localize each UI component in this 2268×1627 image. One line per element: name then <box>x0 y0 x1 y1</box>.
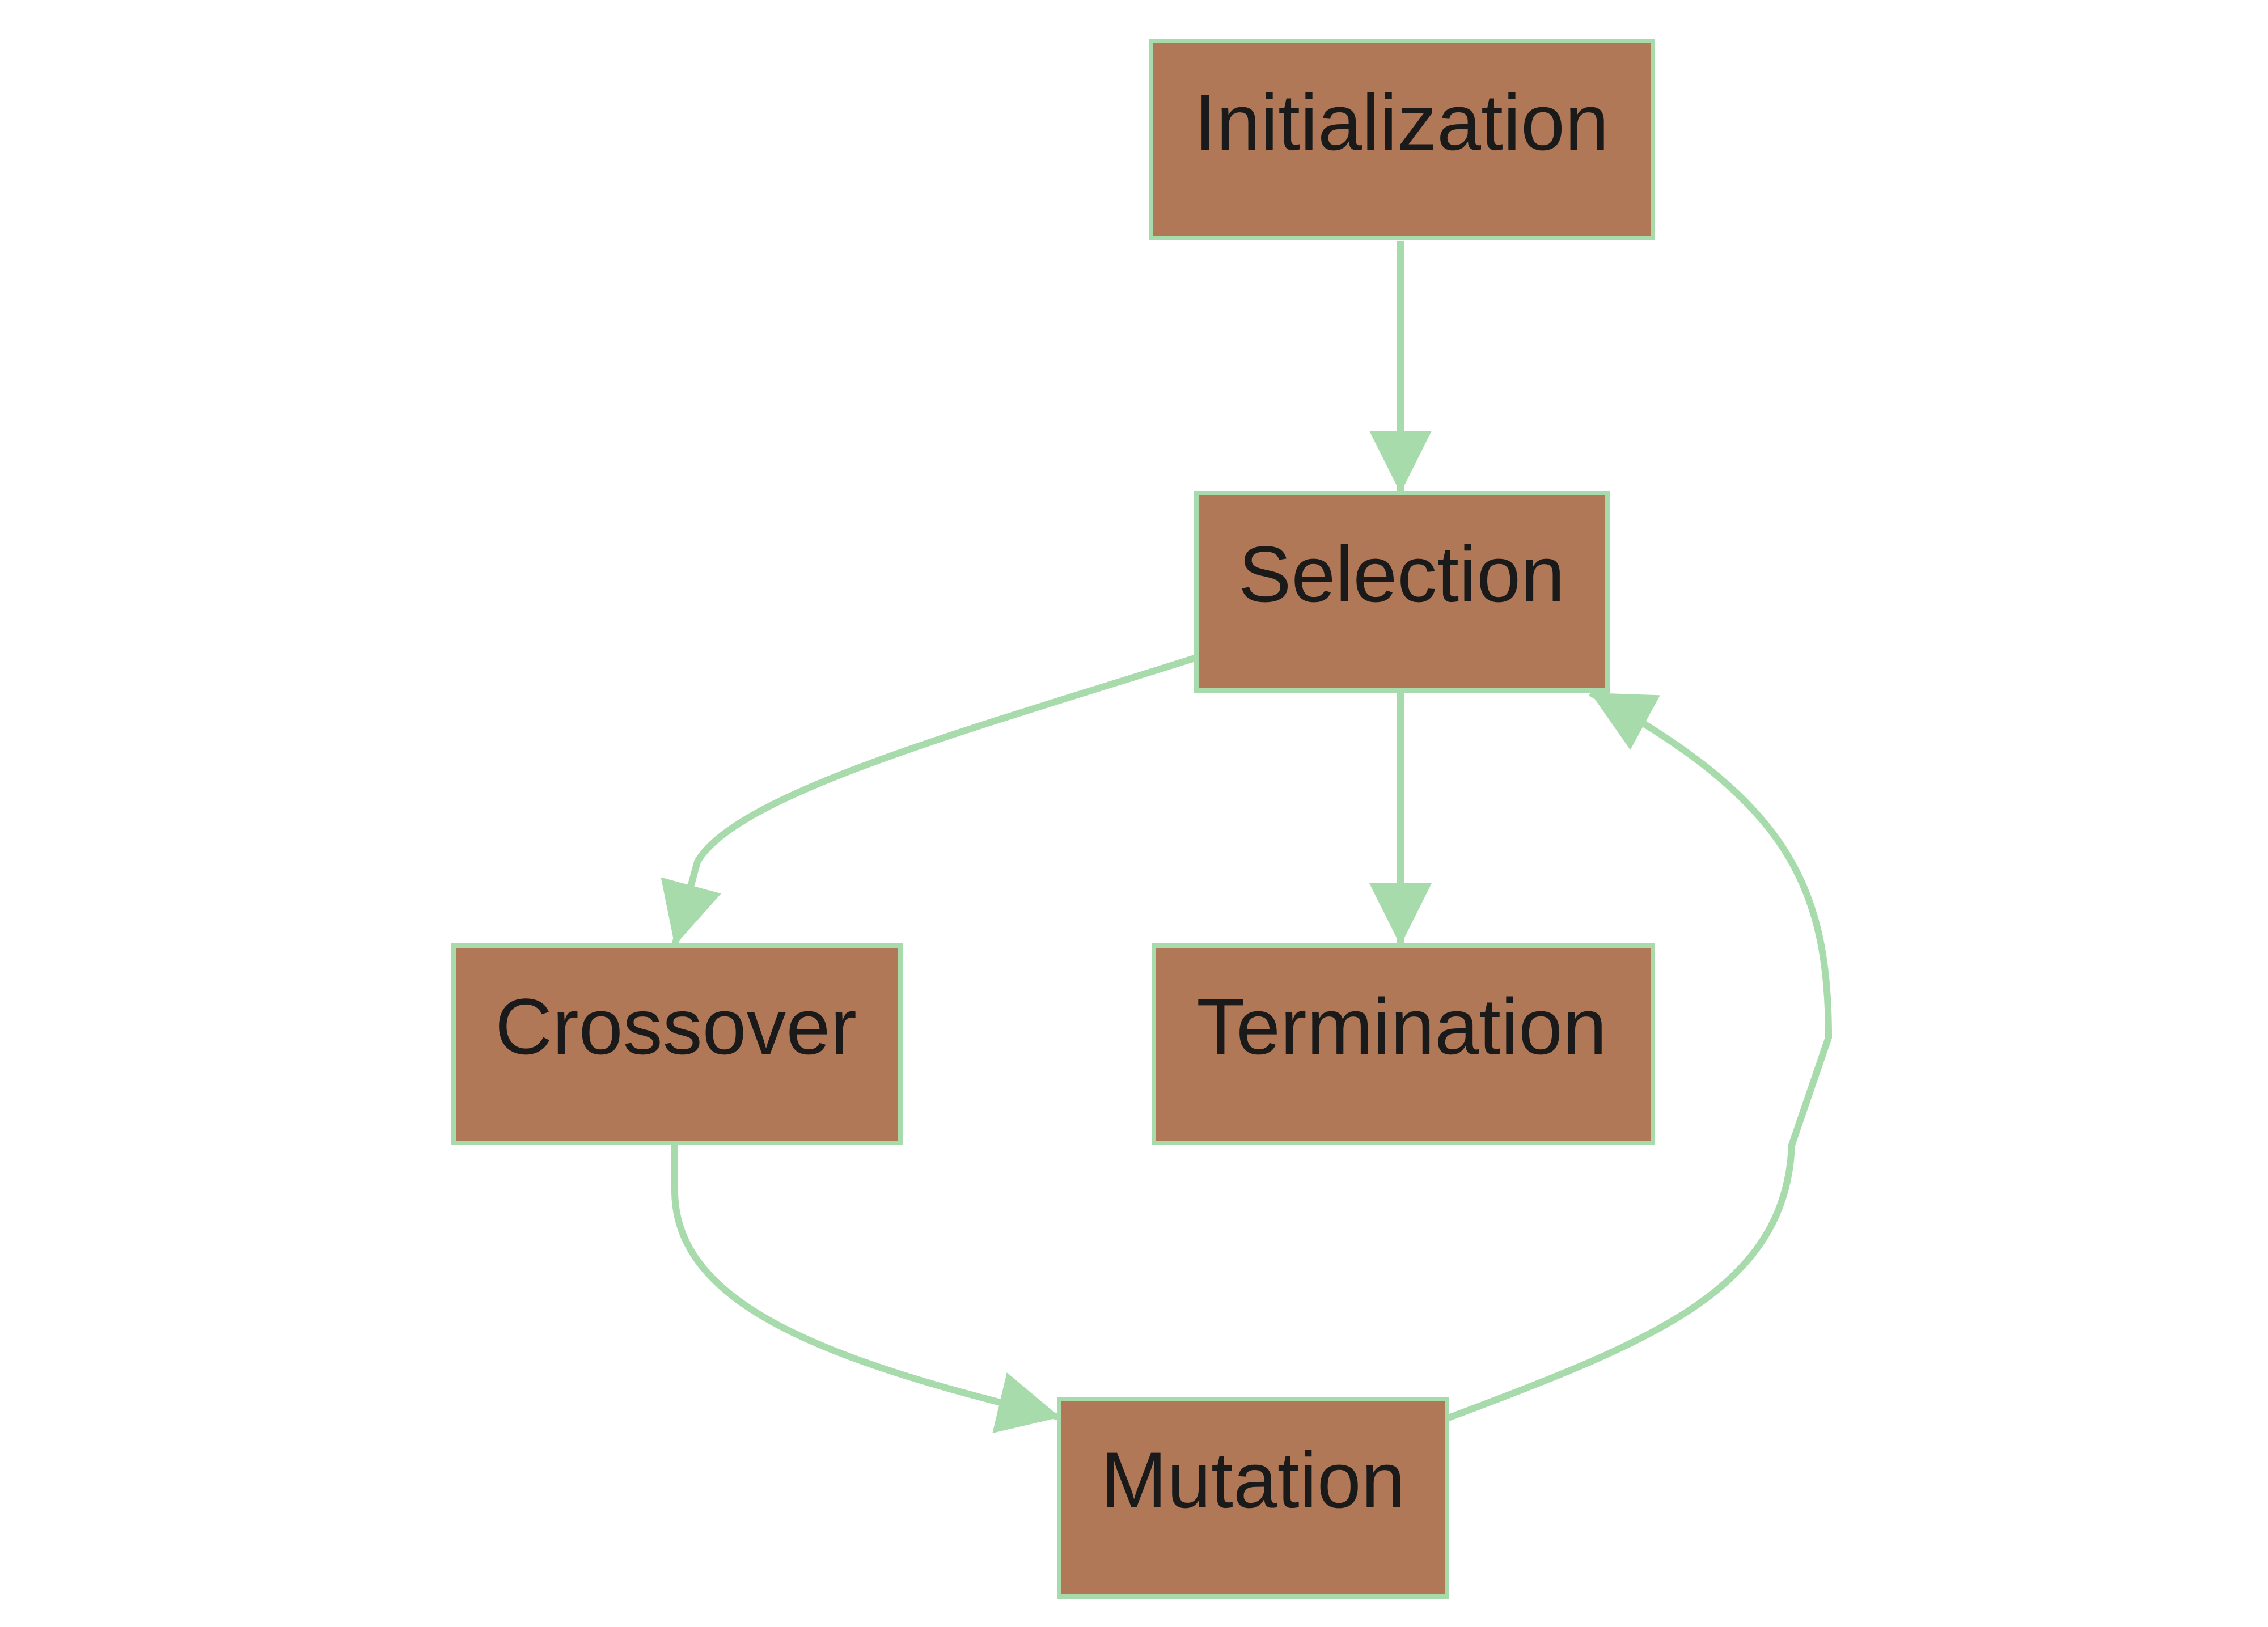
node-crossover[interactable]: Crossover <box>451 943 903 1145</box>
node-selection[interactable]: Selection <box>1194 491 1610 693</box>
node-label-initialization: Initialization <box>1194 78 1609 167</box>
node-label-termination: Termination <box>1196 982 1607 1071</box>
node-label-crossover: Crossover <box>495 982 857 1071</box>
node-mutation[interactable]: Mutation <box>1057 1397 1449 1599</box>
node-label-mutation: Mutation <box>1101 1435 1406 1524</box>
node-termination[interactable]: Termination <box>1152 943 1655 1145</box>
node-initialization[interactable]: Initialization <box>1149 39 1655 240</box>
node-label-selection: Selection <box>1238 529 1565 618</box>
edges-layer <box>661 241 1833 1434</box>
edge-mutation-to-selection <box>1445 689 1833 1422</box>
edge-selection-to-crossover <box>661 654 1198 947</box>
edge-crossover-to-mutation <box>671 1145 1061 1434</box>
nodes-layer: Initialization Selection Crossover Termi… <box>451 39 1655 1599</box>
